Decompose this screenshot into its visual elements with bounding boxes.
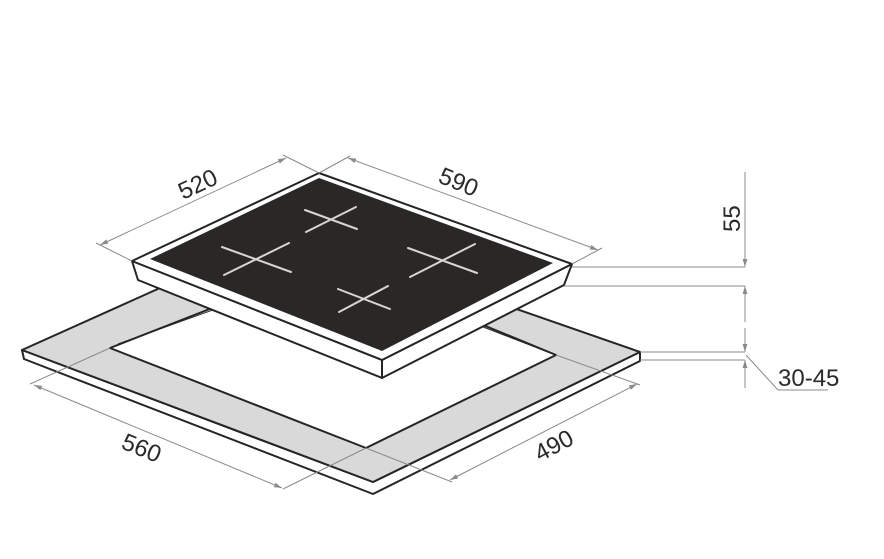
- label-560: 560: [118, 429, 165, 469]
- label-55: 55: [719, 205, 746, 232]
- label-520: 520: [174, 164, 222, 205]
- label-30-45: 30-45: [778, 365, 839, 392]
- label-590: 590: [435, 163, 482, 203]
- dimension-countertop-thickness: 30-45: [640, 328, 839, 392]
- dimension-hob-height: 55: [564, 172, 748, 322]
- burner-front: [337, 285, 391, 313]
- label-490: 490: [530, 425, 578, 468]
- burner-left: [221, 242, 292, 276]
